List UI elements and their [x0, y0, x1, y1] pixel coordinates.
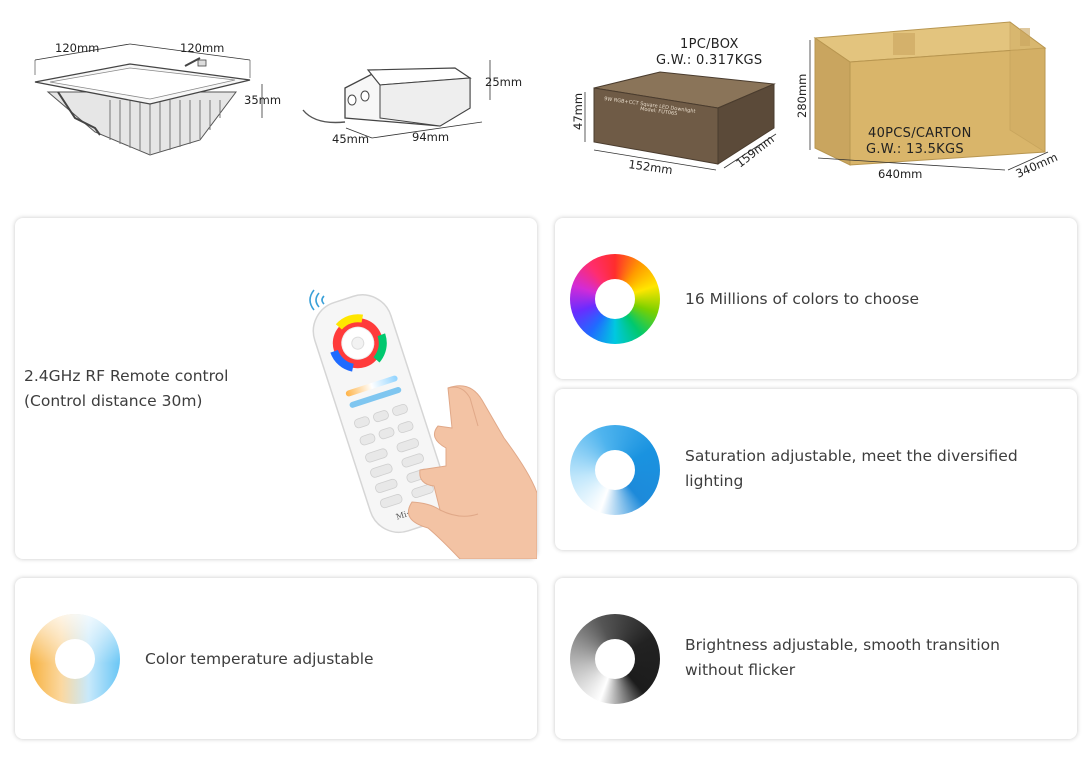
remote-control-body: Mi·Light — [312, 294, 449, 534]
saturation-ring-icon — [570, 425, 660, 515]
brightness-line2: without flicker — [685, 661, 796, 679]
box-length-label: 152mm — [628, 157, 674, 177]
carton-height-label: 280mm — [795, 74, 809, 118]
panel-width-label: 120mm — [55, 41, 99, 55]
remote-control-text: 2.4GHz RF Remote control (Control distan… — [24, 364, 228, 414]
brightness-ring-icon — [570, 614, 660, 704]
brightness-card: Brightness adjustable, smooth transition… — [555, 578, 1077, 739]
color-temperature-text: Color temperature adjustable — [145, 647, 374, 672]
panel-height-label: 35mm — [244, 93, 281, 107]
dimension-diagrams: 120mm 120mm 35mm 25mm 45mm 94mm 1PC/BOX … — [34, 21, 1060, 181]
saturation-line2: lighting — [685, 472, 744, 490]
remote-control-distance: (Control distance 30m) — [24, 392, 203, 410]
driver-depth-label: 45mm — [332, 132, 369, 146]
gift-box-drawing: 1PC/BOX G.W.: 0.317KGS 9W RGB+CCT Square… — [571, 37, 777, 177]
color-temperature-card: Color temperature adjustable — [15, 578, 537, 739]
remote-control-card: 2.4GHz RF Remote control (Control distan… — [15, 218, 537, 559]
carton-drawing: 40PCS/CARTON G.W.: 13.5KGS 280mm 640mm 3… — [795, 21, 1060, 181]
carton-label-line2: G.W.: 13.5KGS — [866, 142, 964, 157]
driver-length-label: 94mm — [412, 130, 449, 144]
millions-colors-title: 16 Millions of colors to choose — [685, 290, 920, 308]
rgb-color-wheel-icon — [570, 254, 660, 344]
panel-length-label: 120mm — [180, 41, 224, 55]
color-temperature-ring-icon — [30, 614, 120, 704]
remote-control-title: 2.4GHz RF Remote control — [24, 367, 229, 385]
hand-illustration — [408, 385, 537, 559]
carton-length-label: 640mm — [878, 167, 922, 181]
brightness-line1: Brightness adjustable, smooth transition — [685, 636, 1000, 654]
driver-height-label: 25mm — [485, 75, 522, 89]
saturation-text: Saturation adjustable, meet the diversif… — [685, 444, 1018, 494]
saturation-card: Saturation adjustable, meet the diversif… — [555, 389, 1077, 550]
box-title-line1: 1PC/BOX — [680, 37, 739, 52]
millions-colors-text: 16 Millions of colors to choose — [685, 287, 919, 312]
wireless-signal-icon — [309, 289, 325, 311]
millions-colors-card: 16 Millions of colors to choose — [555, 218, 1077, 379]
color-temperature-title: Color temperature adjustable — [145, 650, 374, 668]
carton-label-line1: 40PCS/CARTON — [868, 126, 972, 141]
box-height-label: 47mm — [571, 93, 585, 130]
driver-drawing: 25mm 45mm 94mm — [302, 60, 522, 146]
panel-light-drawing: 120mm 120mm 35mm — [34, 41, 281, 156]
box-title-line2: G.W.: 0.317KGS — [656, 53, 762, 68]
carton-width-label: 340mm — [1014, 150, 1060, 181]
box-print-line2: Model: FUT065 — [640, 106, 678, 117]
saturation-line1: Saturation adjustable, meet the diversif… — [685, 447, 1018, 465]
brightness-text: Brightness adjustable, smooth transition… — [685, 633, 1000, 683]
remote-in-hand-illustration: Mi·Light — [309, 289, 537, 559]
